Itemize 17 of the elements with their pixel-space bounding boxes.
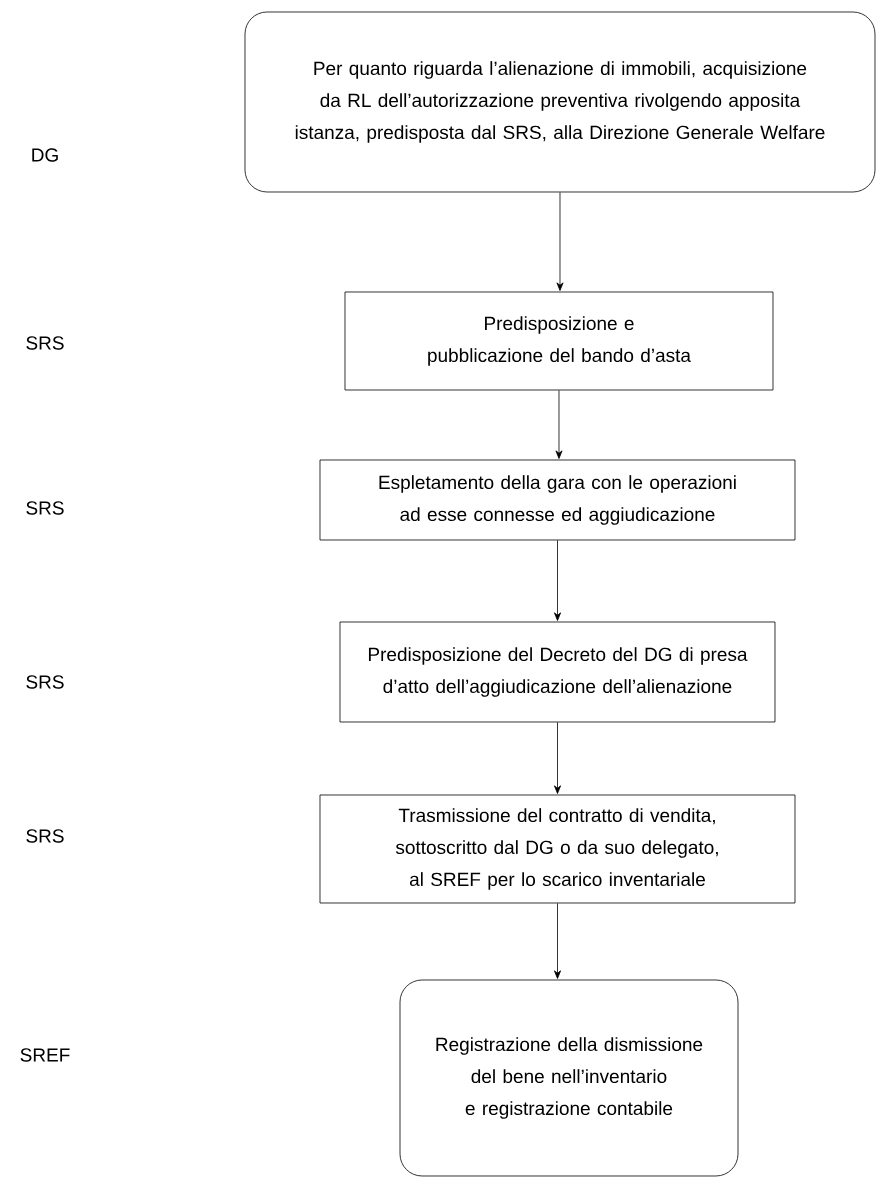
role-label: SRS	[26, 336, 64, 350]
process-box: Trasmissione del contratto di vendita, sottoscritto dal DG o da suo delegato, al SREF per lo scarico inventariale	[319, 794, 796, 904]
arrow	[555, 390, 563, 459]
role-label: SRS	[26, 675, 64, 689]
process-box: Predisposizione e pubblicazione del bando d’asta	[344, 291, 774, 391]
role-label: SRS	[26, 501, 64, 515]
arrow	[554, 903, 561, 979]
role-label: DG	[32, 148, 58, 162]
rounded-box: Per quanto riguarda l’alienazione di immobili, acquisizione da RL dell’autorizzazione preventiva rivolgendo apposita istanza, predisposta dal SRS, alla Direzione Generale Welfare	[244, 11, 876, 193]
role-label: SRS	[26, 829, 64, 843]
role-label: SREF	[20, 1048, 70, 1062]
rounded-box: Registrazione della dismissione del bene nell’inventario e registrazione contabile	[399, 979, 739, 1177]
arrow	[554, 540, 561, 621]
arrow	[556, 192, 564, 291]
arrow	[554, 722, 561, 794]
process-box: Espletamento della gara con le operazioni ad esse connesse ed aggiudicazione	[319, 459, 796, 541]
process-box: Predisposizione del Decreto del DG di presa d’atto dell’aggiudicazione dell’alienazione	[339, 621, 776, 723]
